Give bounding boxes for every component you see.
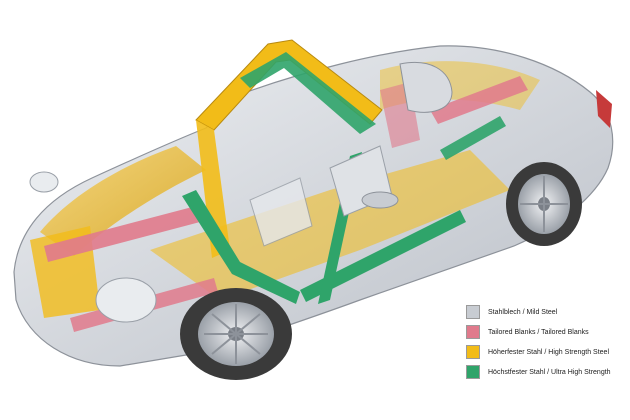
sill-green-tube: [300, 210, 466, 302]
rear-side-member: [430, 76, 528, 124]
legend-swatch: [466, 365, 480, 379]
front-marker-light: [29, 171, 59, 193]
rear-engine-bay: [399, 62, 453, 113]
a-pillar: [196, 120, 230, 258]
legend-label: Tailored Blanks / Tailored Blanks: [488, 328, 589, 336]
front-wheel: [180, 288, 292, 380]
side-mirror: [361, 191, 399, 209]
legend-item-high-strength-steel: Höherfester Stahl / High Strength Steel: [454, 344, 630, 360]
material-legend: Stahlblech / Mild Steel Tailored Blanks …: [454, 300, 630, 380]
legend-swatch: [466, 325, 480, 339]
legend-item-tailored-blanks: Tailored Blanks / Tailored Blanks: [454, 324, 630, 340]
legend-label: Stahlblech / Mild Steel: [488, 308, 558, 316]
seat: [249, 177, 313, 247]
front-longitudinal-member: [44, 206, 200, 262]
legend-label: Höherfester Stahl / High Strength Steel: [488, 348, 610, 356]
rear-green-brace: [440, 116, 506, 160]
headlight: [95, 277, 157, 323]
legend-swatch: [466, 305, 480, 319]
rear-wheel: [506, 162, 582, 246]
legend-swatch: [466, 345, 480, 359]
legend-label: Höchstfester Stahl / Ultra High Strength: [488, 368, 611, 376]
legend-item-mild-steel: Stahlblech / Mild Steel: [454, 304, 630, 320]
taillight: [596, 90, 612, 128]
windshield-green-tube: [240, 52, 376, 134]
legend-item-ultra-high-strength: Höchstfester Stahl / Ultra High Strength: [454, 364, 630, 380]
a-pillar-green-tube: [182, 190, 300, 304]
